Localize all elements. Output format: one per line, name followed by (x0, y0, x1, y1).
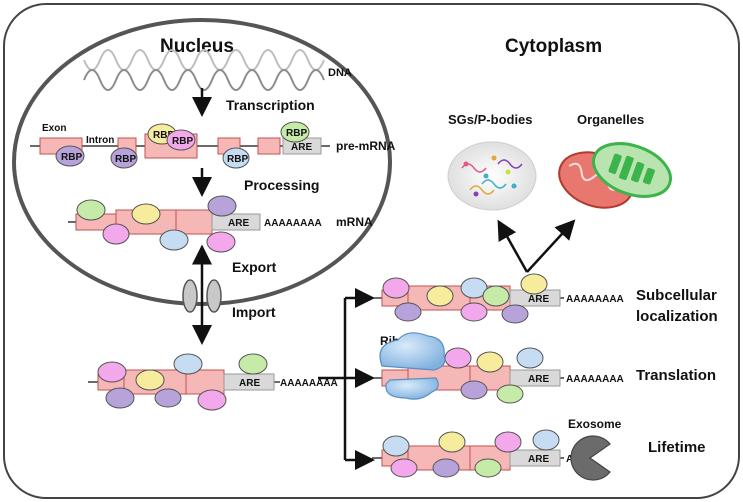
rbp-protein (394, 302, 422, 322)
rbp-protein (432, 458, 460, 478)
fate-translation: Translation (636, 367, 716, 384)
are-label: ARE (528, 454, 549, 465)
rbp-protein (390, 458, 418, 478)
rbp-protein (76, 199, 106, 221)
are-region (211, 213, 261, 231)
export-label: Export (232, 259, 277, 275)
exosome-label: Exosome (568, 417, 622, 431)
exon-block (257, 137, 281, 155)
rbp-protein (460, 380, 488, 400)
rbp-protein (206, 231, 236, 253)
organelles-illustration (558, 142, 672, 209)
fate-branch-arrows (318, 219, 576, 470)
rbp-protein (97, 361, 127, 383)
rbp-label: RBP (172, 136, 193, 147)
exon-label: Exon (42, 123, 66, 134)
are-label: ARE (528, 374, 549, 385)
rbp-protein (135, 369, 165, 391)
stress-granule (447, 141, 537, 211)
rbp-protein (482, 285, 510, 307)
rbp-protein (159, 229, 189, 251)
cytoplasm-title: Cytoplasm (505, 36, 602, 57)
rbp-protein (444, 347, 472, 369)
rbp-protein (474, 458, 502, 478)
exosome (570, 435, 611, 481)
rbp-protein (520, 273, 548, 295)
rbp-label: RBP (227, 154, 248, 165)
rbp-protein (222, 147, 250, 169)
nucleus-title: Nucleus (160, 36, 234, 57)
poly-a-tail: A (566, 454, 573, 465)
rbp-protein (382, 277, 410, 299)
are-label: ARE (228, 218, 249, 229)
mrna-label: mRNA (336, 215, 373, 229)
rbp-protein (166, 129, 196, 151)
poly-a-tail: AAAAAAAA (566, 294, 624, 305)
rbp-protein (280, 121, 310, 143)
decay-transcript: ARE (372, 429, 564, 478)
rbp-protein (197, 389, 227, 411)
pre-mrna-label: pre-mRNA (336, 139, 396, 153)
fate-localization-line1: Subcellular (636, 287, 717, 304)
sg-pbodies-label: SGs/P-bodies (448, 112, 533, 127)
localization-transcript: ARE (372, 273, 564, 324)
poly-a-tail: AAAAAAAA (280, 378, 338, 389)
translation-transcript: ARE (372, 347, 564, 404)
rbp-protein (438, 431, 466, 453)
rbp-protein (516, 347, 544, 369)
import-label: Import (232, 304, 276, 320)
poly-a-tail: AAAAAAAA (566, 374, 624, 385)
rbp-label: RBP (115, 154, 136, 165)
processing-label: Processing (244, 177, 319, 193)
rbp-protein (501, 304, 529, 324)
rbp-protein (173, 353, 203, 375)
intron-label: Intron (86, 135, 114, 146)
dna-label: DNA (328, 67, 352, 79)
rbp-protein (55, 145, 85, 167)
cytoplasmic-mrna: ARE (88, 353, 280, 411)
rbp-protein (460, 277, 488, 299)
poly-a-tail: AAAAAAAA (264, 218, 322, 229)
rbp-protein (532, 429, 560, 451)
ribosome (379, 332, 446, 400)
rbp-protein (238, 353, 268, 375)
rbp-label: RBP (61, 152, 82, 163)
fate-lifetime: Lifetime (648, 439, 706, 456)
rbp-protein (460, 302, 488, 322)
organelles-label: Organelles (577, 112, 644, 127)
are-region (509, 369, 561, 387)
rbp-protein (426, 285, 454, 307)
rbp-protein (382, 435, 410, 457)
rbp-protein (102, 223, 130, 245)
pre-mrna-transcript: ARE Exon Intron RBP RBP RBP RBP RBP RBP (30, 121, 330, 169)
nuclear-mrna: ARE (68, 195, 261, 253)
rbp-label: RBP (286, 128, 307, 139)
rbp-label: RBP (153, 130, 174, 141)
are-region (509, 449, 561, 467)
rbp-protein (207, 195, 237, 217)
transcription-label: Transcription (226, 97, 315, 113)
exon-block (175, 209, 213, 235)
are-label: ARE (239, 378, 260, 389)
rbp-protein (131, 203, 161, 225)
dna-helix (83, 49, 325, 91)
are-label: ARE (528, 294, 549, 305)
rbp-protein (496, 384, 524, 404)
are-label: ARE (291, 142, 312, 153)
rbp-protein (494, 431, 522, 453)
chloroplast (592, 142, 672, 198)
rbp-protein (105, 387, 135, 409)
rbp-protein (110, 147, 138, 169)
fate-localization-line2: localization (636, 308, 718, 325)
rbp-protein (476, 351, 504, 373)
rbp-protein (154, 388, 182, 408)
